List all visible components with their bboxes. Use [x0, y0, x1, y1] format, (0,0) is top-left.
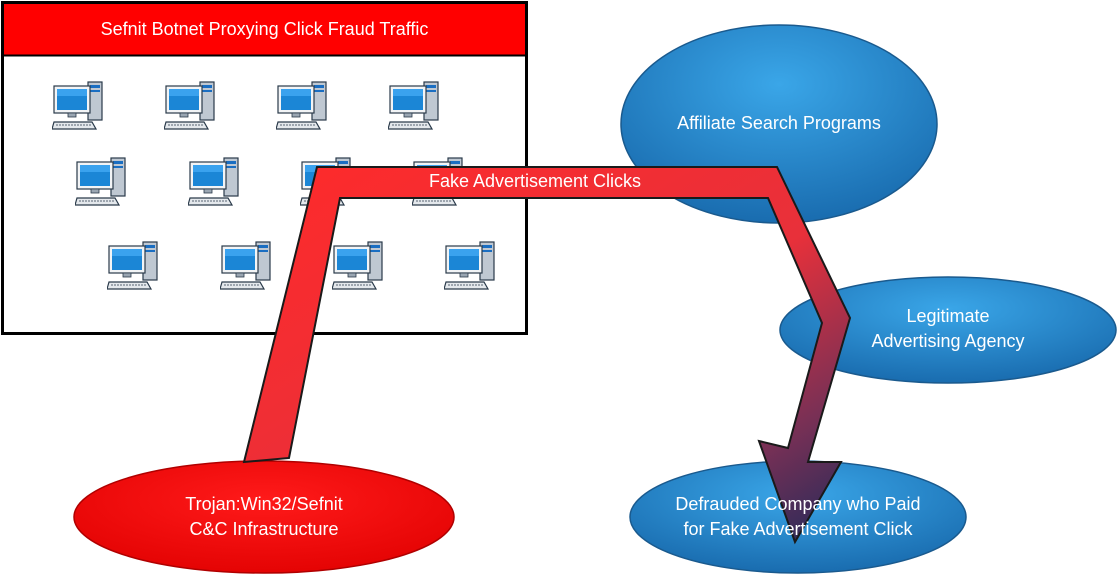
- flow-label: Fake Advertisement Clicks: [428, 171, 642, 191]
- affiliate-label-text: Affiliate Search Programs: [677, 113, 881, 133]
- agency-label-line2: Advertising Agency: [871, 331, 1025, 351]
- cnc-label: Trojan:Win32/Sefnit C&C Infrastructure: [74, 492, 454, 542]
- botnet-title: Sefnit Botnet Proxying Click Fraud Traff…: [100, 19, 429, 39]
- defrauded-label: Defrauded Company who Paid for Fake Adve…: [630, 492, 966, 542]
- agency-label-line1: Legitimate: [906, 306, 990, 326]
- fake-clicks-arrow: [242, 166, 852, 545]
- cnc-label-line1: Trojan:Win32/Sefnit: [185, 494, 343, 514]
- affiliate-label: Affiliate Search Programs: [621, 111, 937, 136]
- botnet-title-bar: [4, 4, 525, 55]
- cnc-label-line2: C&C Infrastructure: [189, 519, 339, 539]
- agency-label: Legitimate Advertising Agency: [780, 304, 1116, 354]
- defrauded-label-line1: Defrauded Company who Paid: [675, 494, 921, 514]
- defrauded-label-line2: for Fake Advertisement Click: [683, 519, 913, 539]
- agency-node: [779, 276, 1117, 384]
